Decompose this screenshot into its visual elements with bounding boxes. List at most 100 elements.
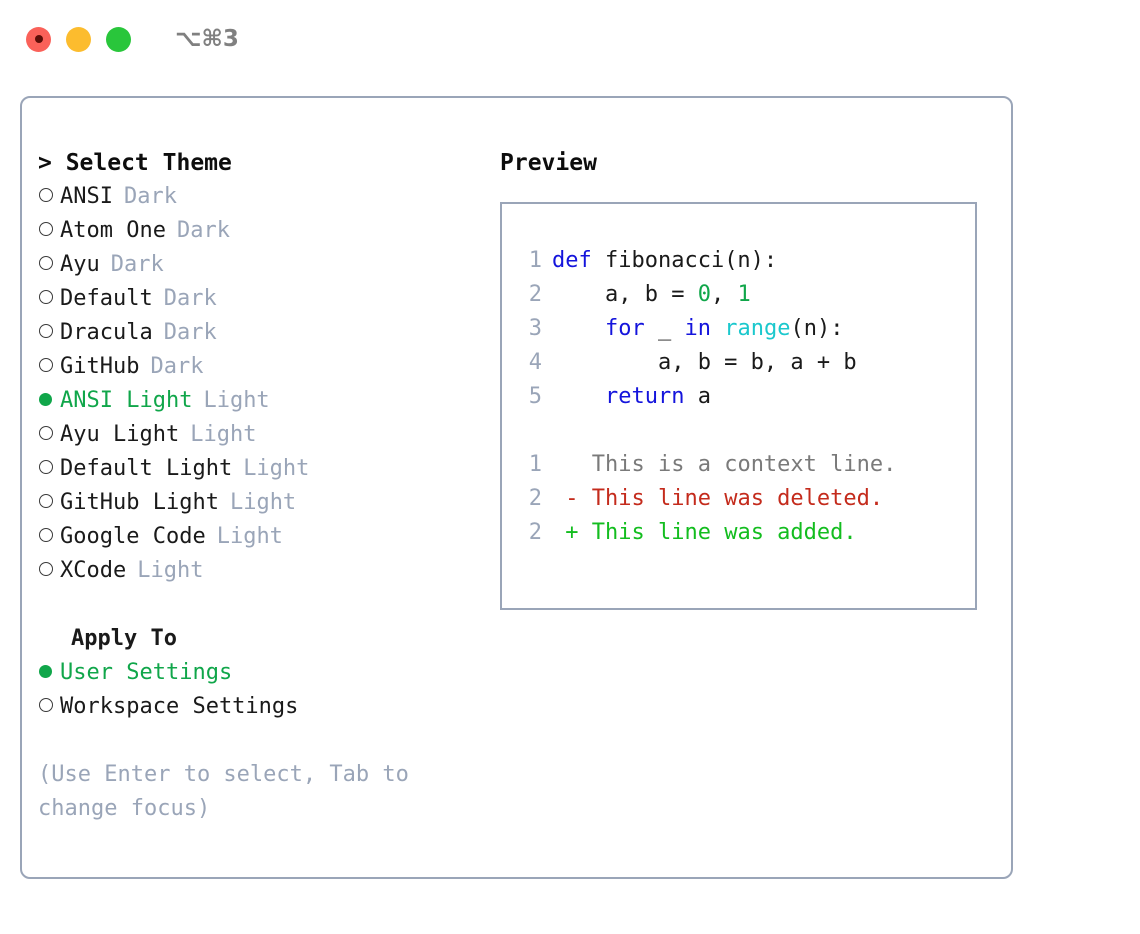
code-token: for [604, 316, 645, 341]
code-token: 1 [737, 282, 751, 307]
radio-selected-icon[interactable] [38, 384, 60, 418]
theme-name: Atom One [60, 218, 166, 243]
theme-name: ANSI [60, 184, 113, 209]
theme-option-ansi[interactable]: ANSI Dark [38, 180, 478, 214]
code-line: 4 a, b = b, a + b [516, 346, 975, 380]
theme-variant: Dark [163, 286, 217, 311]
code-token [552, 384, 605, 409]
title-bar: ⌥⌘3 [0, 0, 1140, 78]
diff-text: This line was deleted. [591, 486, 884, 511]
theme-name: Ayu Light [60, 422, 180, 447]
radio-glyph [39, 460, 53, 474]
theme-option-xcode[interactable]: XCode Light [38, 554, 478, 588]
diff-sample: 1 This is a context line.2 - This line w… [502, 448, 975, 550]
maximize-window-button[interactable] [106, 26, 131, 52]
theme-name: GitHub [60, 354, 140, 379]
radio-unselected-icon[interactable] [38, 690, 60, 724]
radio-unselected-icon[interactable] [38, 248, 60, 282]
radio-glyph [39, 562, 53, 576]
theme-option-default[interactable]: Default Dark [38, 282, 478, 316]
diff-sign: + [552, 520, 592, 545]
diff-sign [552, 452, 592, 477]
theme-option-atom-one[interactable]: Atom One Dark [38, 214, 478, 248]
diff-text: This line was added. [591, 520, 857, 545]
keyboard-hint-text: (Use Enter to select, Tab to change focu… [38, 762, 423, 821]
theme-name: Default Light [60, 456, 233, 481]
line-number: 1 [528, 452, 542, 477]
code-token: return [604, 384, 685, 409]
code-token [552, 316, 605, 341]
close-window-button[interactable] [26, 26, 51, 52]
theme-variant: Dark [176, 218, 230, 243]
code-token: fibonacci(n): [604, 248, 778, 273]
diff-sign: - [552, 486, 592, 511]
apply-to-option-workspace-settings[interactable]: Workspace Settings [38, 690, 478, 724]
line-number: 2 [528, 282, 542, 307]
radio-glyph [39, 426, 53, 440]
radio-unselected-icon[interactable] [38, 520, 60, 554]
diff-line: 2 - This line was deleted. [516, 482, 975, 516]
radio-glyph [39, 324, 53, 338]
code-token: a, b = [552, 282, 698, 307]
radio-unselected-icon[interactable] [38, 350, 60, 384]
theme-option-dracula[interactable]: Dracula Dark [38, 316, 478, 350]
line-number: 2 [528, 520, 542, 545]
radio-glyph [39, 528, 53, 542]
code-token: in [684, 316, 711, 341]
code-line: 3 for _ in range(n): [516, 312, 975, 346]
theme-name: ANSI Light [60, 388, 193, 413]
line-number: 1 [528, 248, 542, 273]
radio-glyph [39, 358, 53, 372]
list-spacer [38, 588, 478, 622]
minimize-window-button[interactable] [66, 26, 91, 52]
code-token: _ [644, 316, 685, 341]
radio-unselected-icon[interactable] [38, 180, 60, 214]
theme-variant: Light [190, 422, 257, 447]
radio-unselected-icon[interactable] [38, 214, 60, 248]
code-token: (n): [790, 316, 844, 341]
theme-variant: Light [203, 388, 270, 413]
theme-variant: Light [229, 490, 297, 515]
theme-name: XCode [60, 558, 127, 583]
radio-selected-icon[interactable] [38, 656, 60, 690]
apply-to-name: Workspace Settings [60, 694, 299, 719]
theme-option-ansi-light[interactable]: ANSI Light Light [38, 384, 478, 418]
radio-glyph [39, 188, 53, 202]
theme-variant: Light [137, 558, 204, 583]
code-line: 5 return a [516, 380, 975, 414]
code-token: a [684, 384, 711, 409]
radio-glyph [39, 290, 53, 304]
radio-unselected-icon[interactable] [38, 282, 60, 316]
theme-variant: Dark [163, 320, 217, 345]
radio-unselected-icon[interactable] [38, 418, 60, 452]
theme-variant: Dark [123, 184, 177, 209]
code-token: range [724, 316, 791, 341]
radio-unselected-icon[interactable] [38, 486, 60, 520]
code-diff-spacer [502, 414, 975, 448]
code-token: , [710, 282, 738, 307]
line-number: 2 [528, 486, 542, 511]
apply-to-option-user-settings[interactable]: User Settings [38, 656, 478, 690]
theme-option-ayu-light[interactable]: Ayu Light Light [38, 418, 478, 452]
theme-name: Default [60, 286, 153, 311]
radio-unselected-icon[interactable] [38, 316, 60, 350]
radio-unselected-icon[interactable] [38, 554, 60, 588]
code-token [711, 316, 724, 341]
line-number: 3 [528, 316, 542, 341]
theme-name: Dracula [60, 320, 153, 345]
preview-title: Preview [500, 150, 597, 176]
diff-line: 1 This is a context line. [516, 448, 975, 482]
line-number: 5 [528, 384, 542, 409]
radio-unselected-icon[interactable] [38, 452, 60, 486]
keyboard-shortcut-label: ⌥⌘3 [175, 25, 239, 52]
